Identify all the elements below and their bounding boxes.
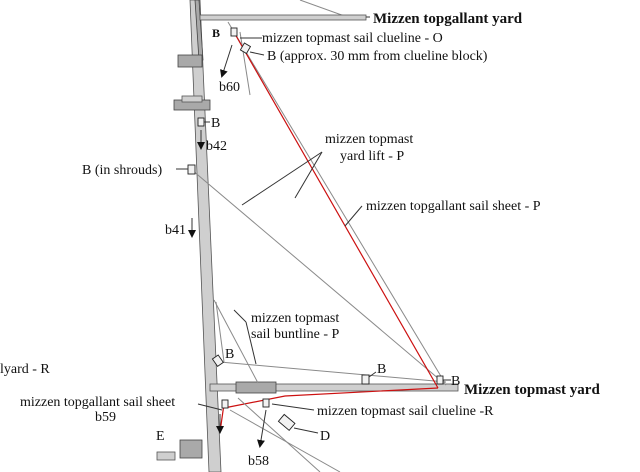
label-b-in-shrouds: B (in shrouds) — [82, 163, 162, 178]
label-b41: b41 — [165, 223, 186, 238]
fitting-bottom — [179, 439, 203, 459]
leader-b-approx — [249, 51, 265, 56]
label-topgallant-sheet-p: mizzen topgallant sail sheet - P — [366, 199, 541, 214]
leader-buntline — [233, 309, 247, 323]
leader-d — [293, 427, 319, 434]
block-b-top — [230, 27, 238, 37]
topmast-sail-luff — [213, 299, 259, 384]
block-in-shrouds — [187, 164, 196, 175]
crosstrees-top — [181, 95, 203, 103]
label-b60: b60 — [219, 80, 240, 95]
shroud-line — [191, 169, 447, 386]
topmast-sail-foot — [219, 361, 447, 383]
topgallant-sail-leech — [227, 21, 446, 384]
lower-gray-2 — [237, 397, 321, 472]
arrow-b60 — [220, 44, 233, 78]
leader-clueline-r — [271, 403, 315, 411]
label-yard-lift-2: yard lift - P — [340, 149, 404, 164]
mizzen-topgallant-yard — [199, 14, 367, 21]
fitting-e — [156, 451, 176, 461]
label-topgallant-sheet: mizzen topgallant sail sheet — [20, 395, 175, 410]
block-yard-mid — [361, 374, 370, 385]
buntline-lead — [215, 301, 225, 363]
mizzen-topmast — [189, 0, 222, 472]
label-halyard-r: lyard - R — [0, 362, 50, 377]
leader-lift-1 — [241, 151, 323, 206]
label-clueline-o: mizzen topmast sail clueline - O — [262, 31, 443, 46]
label-buntline-1: mizzen topmast — [251, 311, 339, 326]
leader-b-yard — [368, 371, 377, 378]
label-mizzen-topmast-yard: Mizzen topmast yard — [464, 382, 600, 398]
label-b42: b42 — [206, 139, 227, 154]
leader-sheet-left — [197, 403, 223, 411]
label-clueline-r: mizzen topmast sail clueline -R — [317, 404, 494, 419]
label-b-yard-mid: B — [377, 362, 386, 377]
label-buntline-2: sail buntline - P — [251, 327, 339, 342]
block-sheet-left — [221, 399, 229, 409]
label-b-buntline: B — [225, 347, 234, 362]
topgallant-mast — [194, 0, 204, 61]
mast-cap — [177, 54, 203, 68]
topgallant-sheet-red — [234, 33, 439, 389]
topmast-yard-sling — [235, 381, 277, 394]
label-b-top: B — [212, 26, 220, 40]
label-b-mast-top: B — [211, 116, 220, 131]
arrow-b58 — [257, 409, 267, 448]
label-b58: b58 — [248, 454, 269, 469]
leader-sheet-p — [344, 205, 363, 227]
block-yard-end — [436, 375, 444, 385]
label-e: E — [156, 429, 165, 444]
block-b-approx — [239, 42, 252, 55]
block-clueline-r — [262, 398, 270, 408]
block-mast-top — [197, 117, 205, 127]
yard-lift-line — [239, 31, 251, 96]
leader-lift-2 — [294, 151, 323, 199]
mizzen-topmast-yard — [209, 383, 459, 392]
block-d — [277, 413, 296, 431]
label-b-yard-end: B — [451, 374, 460, 389]
block-buntline — [211, 354, 224, 368]
label-b-approx: B (approx. 30 mm from clueline block) — [267, 49, 488, 64]
label-d: D — [320, 429, 330, 444]
label-b59: b59 — [95, 410, 116, 425]
label-yard-lift-1: mizzen topmast — [325, 132, 413, 147]
label-mizzen-topgallant-yard: Mizzen topgallant yard — [373, 11, 523, 27]
leader-buntline-2 — [245, 321, 257, 365]
